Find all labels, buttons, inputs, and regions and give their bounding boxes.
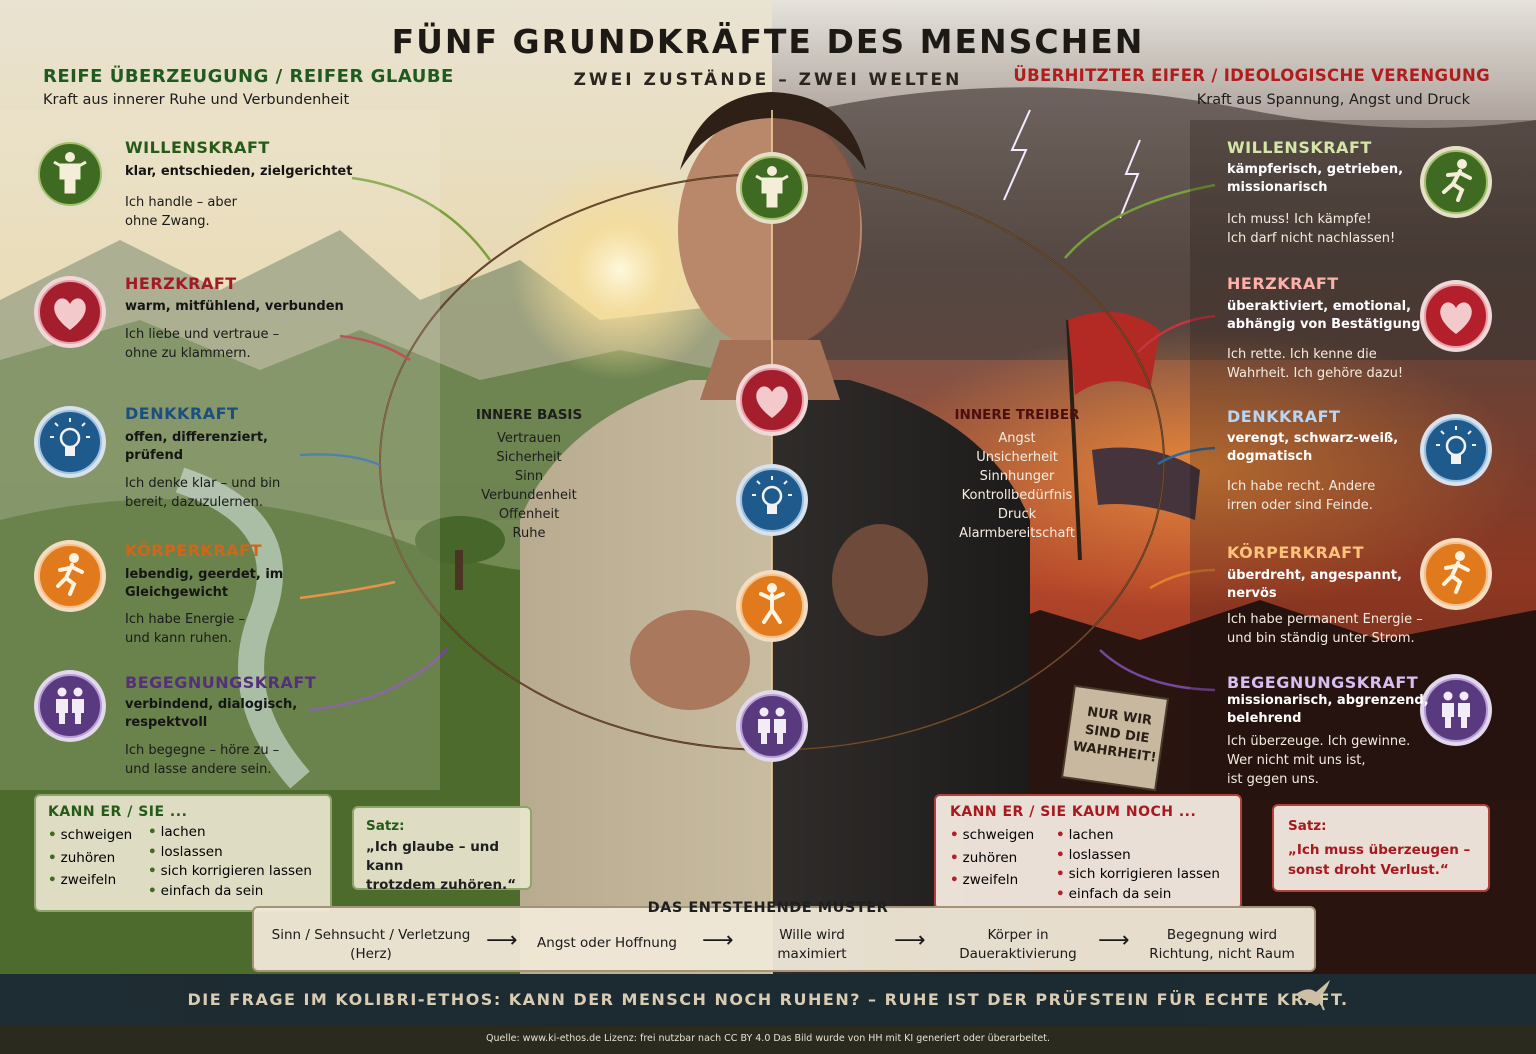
right-force-quote-4: Ich habe permanent Energie –und bin stän…	[1227, 612, 1423, 646]
right-force-desc-4: überdreht, angespannt,nervös	[1227, 568, 1402, 601]
left-heading: REIFE ÜBERZEUGUNG / REIFER GLAUBE	[43, 66, 454, 87]
lightbulb-icon	[32, 404, 108, 480]
left-force-quote-5: Ich begegne – höre zu –und lasse andere …	[125, 743, 280, 777]
right-can-box: KANN ER / SIE KAUM NOCH ... •schweigen •…	[934, 794, 1242, 910]
right-heading: ÜBERHITZTER EIFER / IDEOLOGISCHE VERENGU…	[1013, 66, 1490, 85]
standing-figure-icon	[734, 150, 810, 226]
right-satz-box: Satz: „Ich muss überzeugen –sonst droht …	[1272, 804, 1490, 892]
inner-drivers: INNERE TREIBER Angst Unsicherheit Sinnhu…	[954, 407, 1080, 541]
left-can-col2: •lachen •loslassen •sich korrigieren las…	[148, 824, 312, 899]
left-force-desc-1: klar, entschieden, zielgerichtet	[125, 164, 353, 179]
right-force-title-5: BEGEGNUNGSKRAFT	[1227, 673, 1419, 692]
lightbulb-icon	[734, 462, 810, 538]
right-satz-text: „Ich muss überzeugen –sonst droht Verlus…	[1288, 842, 1471, 878]
left-force-title-5: BEGEGNUNGSKRAFT	[125, 673, 317, 692]
right-can-col1: •schweigen •zuhören •zweifeln	[950, 827, 1035, 888]
pattern-title: DAS ENTSTEHENDE MUSTER	[647, 900, 889, 916]
arrow-right-icon: ⟶	[486, 928, 518, 953]
footer-license: Quelle: www.ki-ethos.de Lizenz: frei nut…	[0, 1026, 1536, 1054]
running-figure-icon	[1418, 536, 1494, 612]
left-force-title-2: HERZKRAFT	[125, 274, 237, 293]
arrow-right-icon: ⟶	[1098, 928, 1130, 953]
right-force-quote-5: Ich überzeuge. Ich gewinne.Wer nicht mit…	[1227, 734, 1411, 787]
left-can-col1: •schweigen •zuhören •zweifeln	[48, 827, 133, 888]
right-force-quote-1: Ich muss! Ich kämpfe!Ich darf nicht nach…	[1227, 212, 1396, 246]
left-satz-label: Satz:	[366, 818, 405, 834]
page-subtitle: ZWEI ZUSTÄNDE – ZWEI WELTEN	[573, 70, 963, 90]
left-force-title-1: WILLENSKRAFT	[125, 138, 270, 157]
right-force-desc-3: verengt, schwarz-weiß,dogmatisch	[1227, 431, 1399, 464]
inner-basis: INNERE BASIS Vertrauen Sicherheit Sinn V…	[475, 407, 583, 541]
left-subheading: Kraft aus innerer Ruhe und Verbundenheit	[43, 92, 350, 108]
pattern-box	[252, 906, 1316, 972]
left-can-box: KANN ER / SIE ... •schweigen •zuhören •z…	[34, 794, 332, 912]
bottom-band	[0, 974, 1536, 1026]
running-figure-icon	[32, 538, 108, 614]
kolibri-question: DIE FRAGE IM KOLIBRI-ETHOS: KANN DER MEN…	[187, 990, 1349, 1009]
right-subheading: Kraft aus Spannung, Angst und Druck	[1196, 92, 1470, 108]
standing-figure-icon	[32, 136, 108, 212]
left-force-title-4: KÖRPERKRAFT	[125, 541, 263, 560]
right-force-title-3: DENKKRAFT	[1227, 407, 1341, 426]
page-title: FÜNF GRUNDKRÄFTE DES MENSCHEN	[391, 22, 1145, 61]
right-force-title-4: KÖRPERKRAFT	[1227, 543, 1365, 562]
pattern-step-1: Sinn / Sehnsucht / Verletzung(Herz)	[271, 927, 471, 962]
heart-icon	[734, 362, 810, 438]
heart-icon	[32, 274, 108, 350]
right-can-col2: •lachen •loslassen •sich korrigieren las…	[1056, 827, 1220, 902]
two-people-icon	[1418, 672, 1494, 748]
arrow-right-icon: ⟶	[702, 928, 734, 953]
right-can-title: KANN ER / SIE KAUM NOCH ...	[950, 804, 1197, 820]
right-force-title-2: HERZKRAFT	[1227, 274, 1339, 293]
pattern-step-2: Angst oder Hoffnung	[537, 935, 677, 951]
right-force-desc-5: missionarisch, abgrenzend,belehrend	[1227, 693, 1429, 726]
left-force-desc-3: offen, differenziert,prüfend	[125, 430, 268, 463]
right-force-title-1: WILLENSKRAFT	[1227, 138, 1372, 157]
left-can-title: KANN ER / SIE ...	[48, 804, 188, 820]
heart-icon	[1418, 278, 1494, 354]
two-people-icon	[32, 668, 108, 744]
arrow-right-icon: ⟶	[894, 928, 926, 953]
running-figure-icon	[1418, 144, 1494, 220]
left-force-desc-5: verbindend, dialogisch,respektvoll	[125, 697, 298, 730]
running-figure-icon	[734, 568, 810, 644]
left-force-desc-2: warm, mitfühlend, verbunden	[125, 299, 344, 314]
left-force-title-3: DENKKRAFT	[125, 404, 239, 423]
left-force-quote-4: Ich habe Energie –und kann ruhen.	[125, 612, 246, 646]
right-force-desc-2: überaktiviert, emotional,abhängig von Be…	[1227, 299, 1421, 332]
right-satz-label: Satz:	[1288, 818, 1327, 834]
left-force-quote-2: Ich liebe und vertraue –ohne zu klammern…	[125, 327, 280, 361]
lightbulb-icon	[1418, 412, 1494, 488]
right-force-desc-1: kämpferisch, getrieben,missionarisch	[1227, 162, 1404, 195]
two-people-icon	[734, 688, 810, 764]
hummingbird-icon	[1290, 976, 1340, 1016]
